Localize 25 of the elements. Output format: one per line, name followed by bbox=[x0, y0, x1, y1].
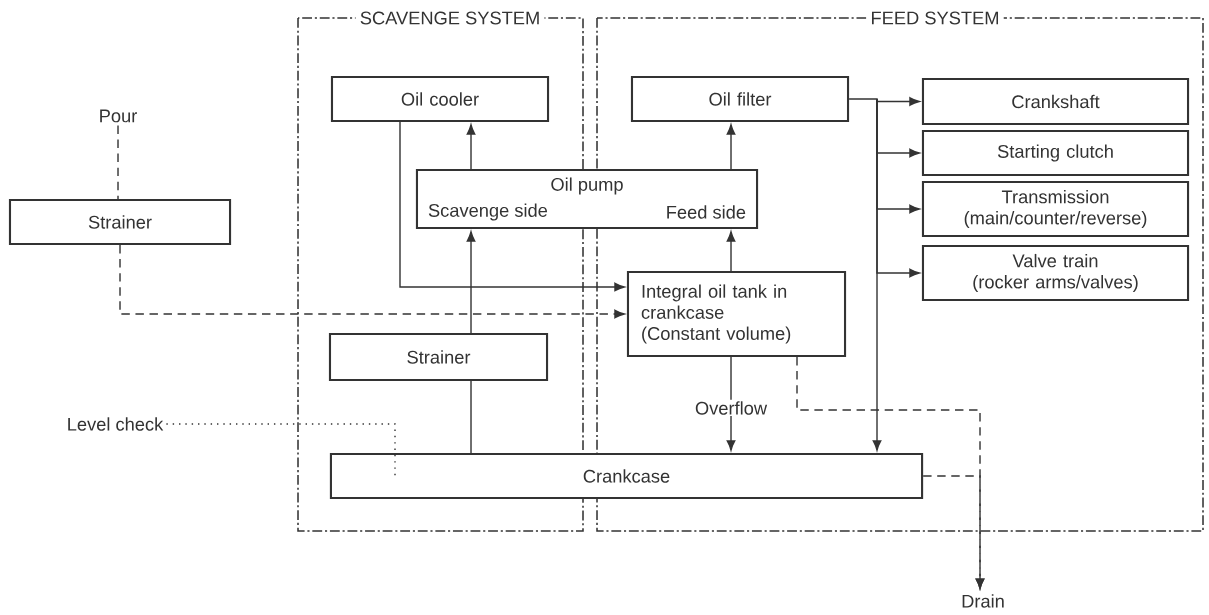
component-box: Integral oil tank in crankcase (Constant volume) bbox=[626, 270, 847, 358]
flow-label: Pour bbox=[100, 109, 137, 123]
arrow bbox=[466, 124, 476, 170]
component-box: Oil cooler bbox=[330, 75, 550, 123]
component-box: Strainer bbox=[8, 198, 232, 246]
arrow bbox=[726, 231, 736, 272]
arrow bbox=[399, 121, 625, 292]
arrow bbox=[466, 231, 476, 334]
component-box: Strainer bbox=[328, 332, 549, 382]
arrow bbox=[872, 98, 882, 451]
component-box: Crankcase bbox=[329, 452, 924, 500]
arrow bbox=[726, 356, 736, 451]
arrow bbox=[848, 97, 920, 106]
component-box: Transmission (main/counter/reverse) bbox=[921, 180, 1190, 238]
component-box: Valve train (rocker arms/valves) bbox=[921, 244, 1190, 302]
flow-label: Level check bbox=[68, 417, 164, 431]
edge-label: Overflow bbox=[693, 399, 769, 417]
component-box: Oil filter bbox=[630, 75, 850, 123]
flow-label: Drain bbox=[962, 594, 1004, 608]
arrow bbox=[119, 244, 625, 319]
component-box: Starting clutch bbox=[921, 129, 1190, 177]
arrow bbox=[922, 475, 985, 590]
arrow bbox=[726, 124, 736, 170]
component-box: Crankshaft bbox=[921, 77, 1190, 126]
component-box: Oil pump Scavenge side Feed side bbox=[415, 168, 759, 230]
